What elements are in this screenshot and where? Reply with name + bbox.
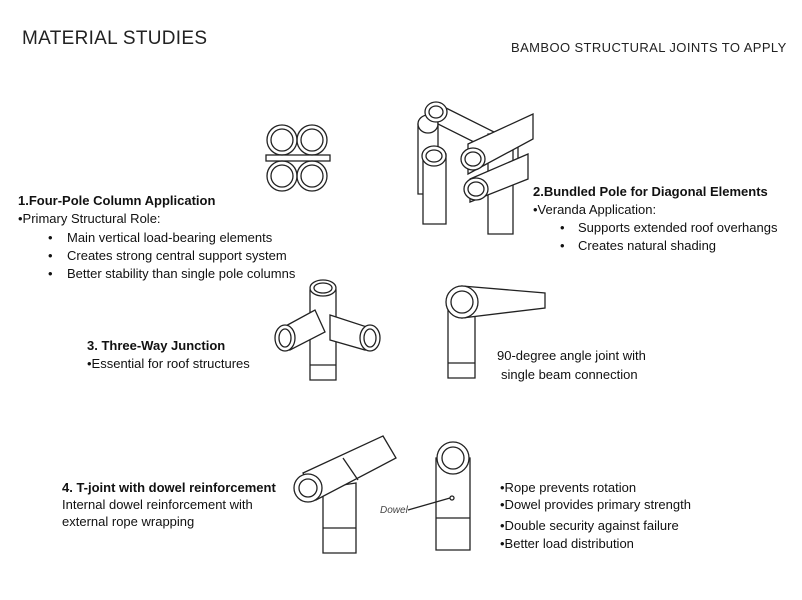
angle-joint-drawing	[445, 285, 546, 379]
bullet: •	[560, 238, 565, 253]
angle-caption-2: single beam connection	[501, 367, 638, 382]
bullet: •	[48, 230, 53, 245]
bullet: •	[48, 248, 53, 263]
section1-item: Main vertical load-bearing elements	[67, 230, 273, 245]
dowel-label: Dowel	[380, 505, 409, 516]
bullet: •	[560, 220, 565, 235]
benefit-item: •Double security against failure	[500, 518, 679, 533]
four-pole-drawing	[265, 124, 331, 192]
page-subtitle: BAMBOO STRUCTURAL JOINTS TO APPLY	[511, 40, 787, 55]
section4-title: 4. T-joint with dowel reinforcement	[62, 480, 276, 495]
benefit-item: •Dowel provides primary strength	[500, 497, 691, 512]
page-title: MATERIAL STUDIES	[22, 28, 208, 49]
bundled-pole-drawing	[417, 101, 534, 235]
bullet: •	[48, 266, 53, 281]
benefit-item: •Rope prevents rotation	[500, 480, 637, 495]
section1-lead: •Primary Structural Role:	[18, 211, 161, 226]
section3-lead: •Essential for roof structures	[87, 356, 250, 371]
angle-caption-1: 90-degree angle joint with	[497, 348, 646, 363]
section1-item: Better stability than single pole column…	[67, 266, 296, 281]
section1-title: 1.Four-Pole Column Application	[18, 193, 216, 208]
three-way-junction-drawing	[274, 279, 381, 381]
section4-line1: Internal dowel reinforcement with	[62, 497, 253, 512]
section3-title: 3. Three-Way Junction	[87, 338, 226, 353]
section4-line2: external rope wrapping	[62, 514, 195, 529]
section2-item: Supports extended roof overhangs	[578, 220, 778, 235]
t-joint-drawing	[293, 435, 397, 554]
section1-item: Creates strong central support system	[67, 248, 287, 263]
section2-item: Creates natural shading	[578, 238, 717, 253]
dowel-joint-drawing: Dowel	[380, 441, 471, 551]
section2-lead: •Veranda Application:	[533, 202, 657, 217]
section2-title: 2.Bundled Pole for Diagonal Elements	[533, 184, 768, 199]
benefit-item: •Better load distribution	[500, 536, 634, 551]
